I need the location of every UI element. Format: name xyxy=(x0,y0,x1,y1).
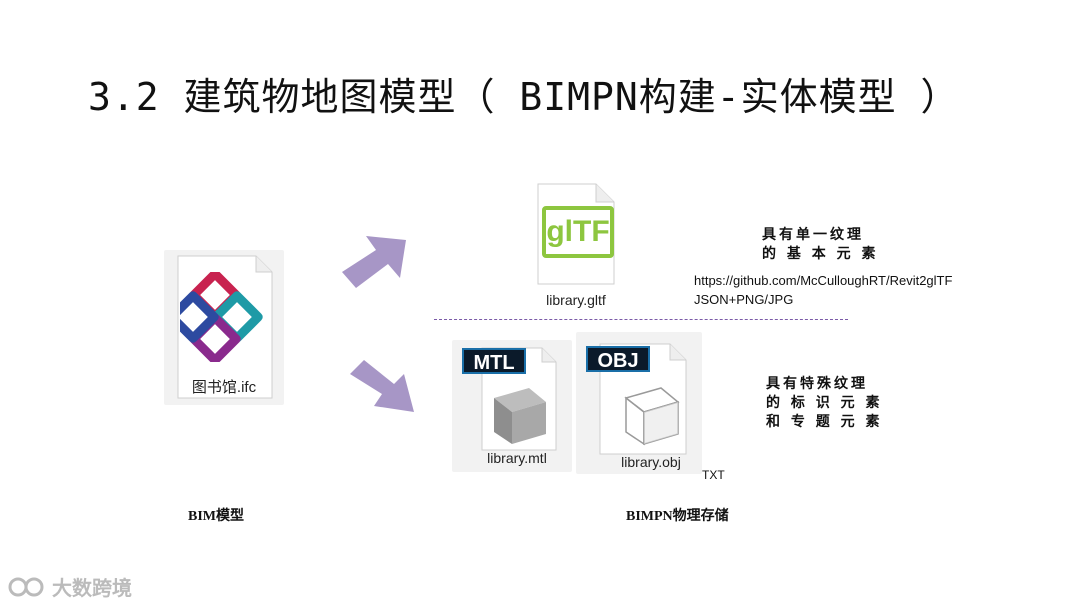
obj-description-line: 和 专 题 元 素 xyxy=(766,414,883,430)
gltf-formats: JSON+PNG/JPG xyxy=(694,292,794,307)
obj-description-line: 的 标 识 元 素 xyxy=(766,395,883,411)
gltf-link[interactable]: https://github.com/McCulloughRT/Revit2gl… xyxy=(694,273,953,288)
ifc-file-name: 图书馆.ifc xyxy=(191,379,257,396)
ifc-file-card: 图书馆.ifc xyxy=(164,250,284,405)
gltf-description-line: 的 基 本 元 素 xyxy=(762,246,879,262)
txt-label: TXT xyxy=(702,468,725,482)
obj-description-line: 具有特殊纹理 xyxy=(766,376,868,392)
gltf-description-line: 具有单一纹理 xyxy=(762,227,864,243)
gltf-file-name: library.gltf xyxy=(546,292,606,308)
mtl-cube-icon xyxy=(494,388,546,444)
watermark: 大数跨境 xyxy=(8,572,132,601)
gltf-description: 具有单一纹理 的 基 本 元 素 xyxy=(762,226,879,264)
obj-file-name: library.obj xyxy=(621,454,681,470)
gltf-logo-icon: glTF xyxy=(542,206,614,258)
gltf-file-card: glTF library.gltf xyxy=(530,180,622,312)
bimpn-storage-caption: BIMPN物理存储 xyxy=(626,509,729,524)
bim-model-caption: BIM模型 xyxy=(188,509,244,524)
arrow-down-right-icon xyxy=(350,360,414,412)
section-divider xyxy=(434,319,848,320)
mtl-file-name: library.mtl xyxy=(487,450,547,466)
obj-file-card: OBJ library.obj xyxy=(576,332,702,474)
arrow-up-right-icon xyxy=(342,236,406,288)
obj-cube-icon xyxy=(624,387,680,446)
mtl-badge: MTL xyxy=(462,348,526,374)
mtl-file-card: MTL library.mtl xyxy=(452,340,572,472)
watermark-logo-icon xyxy=(8,577,44,596)
watermark-text: 大数跨境 xyxy=(52,576,132,600)
slide-title: 3.2 建筑物地图模型（ BIMPN构建-实体模型 ） xyxy=(88,75,960,119)
obj-badge: OBJ xyxy=(586,346,650,372)
gltf-logo-text: glTF xyxy=(546,215,610,248)
ifc-logo-icon xyxy=(180,272,263,362)
obj-description: 具有特殊纹理 的 标 识 元 素 和 专 题 元 素 xyxy=(766,375,883,432)
